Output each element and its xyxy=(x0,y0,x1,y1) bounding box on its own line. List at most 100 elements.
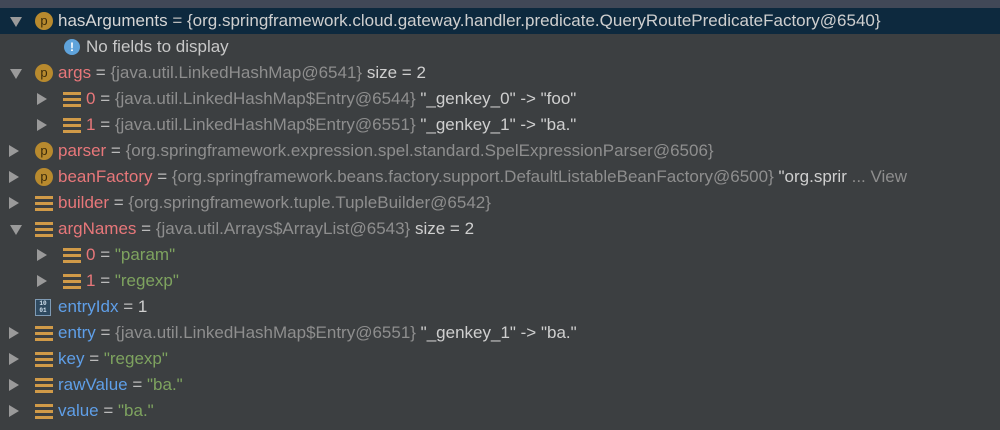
variable-value: {org.springframework.beans.factory.suppo… xyxy=(171,167,774,186)
collapse-arrow-icon[interactable] xyxy=(6,346,20,372)
variable-name: rawValue xyxy=(58,375,128,394)
variable-name: entryIdx xyxy=(58,297,119,316)
variable-name: parser xyxy=(58,141,107,160)
expand-arrow-icon[interactable] xyxy=(8,216,22,242)
no-fields-message-row: ! No fields to display xyxy=(0,34,1000,60)
variable-name: 1 xyxy=(86,115,96,134)
variable-value: {java.util.Arrays$ArrayList@6543} xyxy=(155,219,411,238)
field-icon xyxy=(35,378,53,393)
equals-sign: = xyxy=(118,297,138,316)
variable-row-hasArguments[interactable]: p hasArguments = {org.springframework.cl… xyxy=(0,8,1000,34)
variable-row-args-1[interactable]: 1 = {java.util.LinkedHashMap$Entry@6551}… xyxy=(0,112,1000,138)
size-info: size = 2 xyxy=(410,219,475,238)
field-icon xyxy=(35,196,53,211)
variable-name: builder xyxy=(58,193,110,212)
string-value: "regexp" xyxy=(114,271,179,290)
equals-sign: = xyxy=(95,323,116,342)
collapse-arrow-icon[interactable] xyxy=(34,242,48,268)
variable-row-argNames-0[interactable]: 0 = "param" xyxy=(0,242,1000,268)
variable-row-argNames[interactable]: argNames = {java.util.Arrays$ArrayList@6… xyxy=(0,216,1000,242)
equals-sign: = xyxy=(95,271,115,290)
variable-name: entry xyxy=(58,323,96,342)
variable-name: 1 xyxy=(86,271,96,290)
variable-name: value xyxy=(58,401,99,420)
field-icon xyxy=(63,248,81,263)
collapse-arrow-icon[interactable] xyxy=(34,86,48,112)
variable-value: {java.util.LinkedHashMap$Entry@6551} xyxy=(114,115,416,134)
variable-row-args-0[interactable]: 0 = {java.util.LinkedHashMap$Entry@6544}… xyxy=(0,86,1000,112)
variable-value: {java.util.LinkedHashMap$Entry@6551} xyxy=(115,323,416,342)
collapse-arrow-icon[interactable] xyxy=(6,320,20,346)
variable-name: beanFactory xyxy=(58,167,153,186)
equals-sign: = xyxy=(106,141,126,160)
entry-preview: "_genkey_1" -> "ba." xyxy=(415,115,577,134)
size-info: size = 2 xyxy=(362,63,426,82)
equals-sign: = xyxy=(136,219,156,238)
equals-sign: = xyxy=(109,193,129,212)
entry-preview: "_genkey_0" -> "foo" xyxy=(415,89,577,108)
string-value: "ba." xyxy=(118,401,154,420)
variable-value: {org.springframework.cloud.gateway.handl… xyxy=(187,11,881,30)
property-icon: p xyxy=(35,64,53,82)
field-icon xyxy=(63,92,81,107)
field-icon xyxy=(63,118,81,133)
collapse-arrow-icon[interactable] xyxy=(34,268,48,294)
expand-arrow-icon[interactable] xyxy=(8,60,22,86)
equals-sign: = xyxy=(95,89,115,108)
field-icon xyxy=(35,222,53,237)
variable-value: {org.springframework.expression.spel.sta… xyxy=(125,141,714,160)
equals-sign: = xyxy=(84,349,104,368)
property-icon: p xyxy=(35,12,53,30)
variable-row-entry[interactable]: entry = {java.util.LinkedHashMap$Entry@6… xyxy=(0,320,1000,346)
expand-arrow-icon[interactable] xyxy=(8,8,22,34)
equals-sign: = xyxy=(98,401,119,420)
equals-sign: = xyxy=(95,245,115,264)
equals-sign: = xyxy=(127,375,147,394)
variable-name: argNames xyxy=(58,219,137,238)
variable-name: key xyxy=(58,349,85,368)
view-link[interactable]: ... View xyxy=(846,167,908,186)
variable-row-parser[interactable]: p parser = {org.springframework.expressi… xyxy=(0,138,1000,164)
string-preview: "org.sprir xyxy=(773,167,847,186)
field-icon xyxy=(35,326,53,341)
number-value: 1 xyxy=(137,297,148,316)
entry-preview: "_genkey_1" -> "ba." xyxy=(415,323,577,342)
equals-sign: = xyxy=(91,63,111,82)
panel-top-strip xyxy=(0,0,1000,8)
variable-name: args xyxy=(58,63,92,82)
debugger-variables-tree: p hasArguments = {org.springframework.cl… xyxy=(0,8,1000,424)
field-icon xyxy=(35,404,53,419)
no-fields-message: No fields to display xyxy=(86,37,229,56)
collapse-arrow-icon[interactable] xyxy=(6,190,20,216)
equals-sign: = xyxy=(167,11,187,30)
string-value: "param" xyxy=(114,245,176,264)
variable-row-key[interactable]: key = "regexp" xyxy=(0,346,1000,372)
variable-row-args[interactable]: p args = {java.util.LinkedHashMap@6541} … xyxy=(0,60,1000,86)
variable-value: {java.util.LinkedHashMap$Entry@6544} xyxy=(114,89,416,108)
variable-row-rawValue[interactable]: rawValue = "ba." xyxy=(0,372,1000,398)
info-icon: ! xyxy=(64,39,80,55)
variable-row-argNames-1[interactable]: 1 = "regexp" xyxy=(0,268,1000,294)
field-icon xyxy=(35,352,53,367)
equals-sign: = xyxy=(152,167,172,186)
variable-row-builder[interactable]: builder = {org.springframework.tuple.Tup… xyxy=(0,190,1000,216)
collapse-arrow-icon[interactable] xyxy=(6,164,20,190)
variable-value: {org.springframework.tuple.TupleBuilder@… xyxy=(128,193,491,212)
string-value: "ba." xyxy=(147,375,183,394)
variable-name: 0 xyxy=(86,245,96,264)
collapse-arrow-icon[interactable] xyxy=(6,372,20,398)
equals-sign: = xyxy=(95,115,115,134)
collapse-arrow-icon[interactable] xyxy=(6,398,20,424)
property-icon: p xyxy=(35,142,53,160)
variable-row-beanFactory[interactable]: p beanFactory = {org.springframework.bea… xyxy=(0,164,1000,190)
variable-name: hasArguments xyxy=(58,11,168,30)
variable-row-value[interactable]: value = "ba." xyxy=(0,398,1000,424)
string-value: "regexp" xyxy=(103,349,168,368)
collapse-arrow-icon[interactable] xyxy=(34,112,48,138)
field-icon xyxy=(63,274,81,289)
collapse-arrow-icon[interactable] xyxy=(6,138,20,164)
variable-name: 0 xyxy=(86,89,96,108)
variable-value: {java.util.LinkedHashMap@6541} xyxy=(110,63,363,82)
